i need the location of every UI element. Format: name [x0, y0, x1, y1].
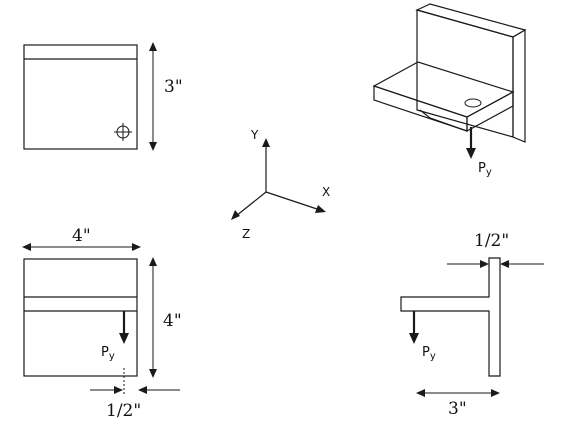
- front-view-height-label: 4": [163, 311, 182, 331]
- front-view-outline: [23, 258, 138, 377]
- front-view-offset-dimension: [90, 368, 180, 394]
- side-view-thickness-label: 1/2": [474, 231, 509, 251]
- side-load-arrow: [409, 311, 419, 344]
- iso-wall-top-face: [415, 3, 527, 38]
- iso-shelf-underside: [419, 109, 468, 132]
- side-load-label: Py: [422, 345, 436, 362]
- front-load-arrow: [119, 311, 129, 344]
- x-axis-label: X: [322, 185, 330, 199]
- iso-hole-icon: [464, 98, 482, 108]
- iso-shelf-front-face: [373, 85, 468, 132]
- side-view-profile: [400, 257, 501, 377]
- front-view-height-dimension: [149, 257, 157, 378]
- top-view-outline: [23, 44, 138, 150]
- coordinate-axes: [231, 138, 326, 220]
- side-view: 1/2" Py 3": [400, 231, 544, 419]
- side-view-thickness-dimension: [447, 260, 544, 268]
- iso-load-label: Py: [478, 161, 492, 178]
- front-view-width-dimension: [22, 243, 141, 251]
- y-axis-label: Y: [250, 128, 259, 142]
- front-load-label: Py: [101, 345, 115, 362]
- iso-load-arrow: [466, 127, 476, 159]
- top-view-height-label: 3": [164, 77, 183, 97]
- hole-crosshair-icon: [114, 123, 132, 141]
- top-view: 3": [23, 42, 183, 151]
- side-view-length-label: 3": [448, 399, 467, 419]
- front-view: 4" Py 4" 1/2": [22, 226, 182, 421]
- iso-shelf-side-face: [466, 90, 514, 133]
- z-axis-label: Z: [242, 227, 250, 241]
- isometric-view: Py: [372, 3, 527, 178]
- front-view-width-label: 4": [72, 226, 91, 246]
- side-view-length-dimension: [416, 389, 500, 397]
- iso-wall-side-face: [512, 28, 526, 143]
- top-view-height-dimension: [149, 42, 157, 151]
- front-view-offset-label: 1/2": [106, 401, 141, 421]
